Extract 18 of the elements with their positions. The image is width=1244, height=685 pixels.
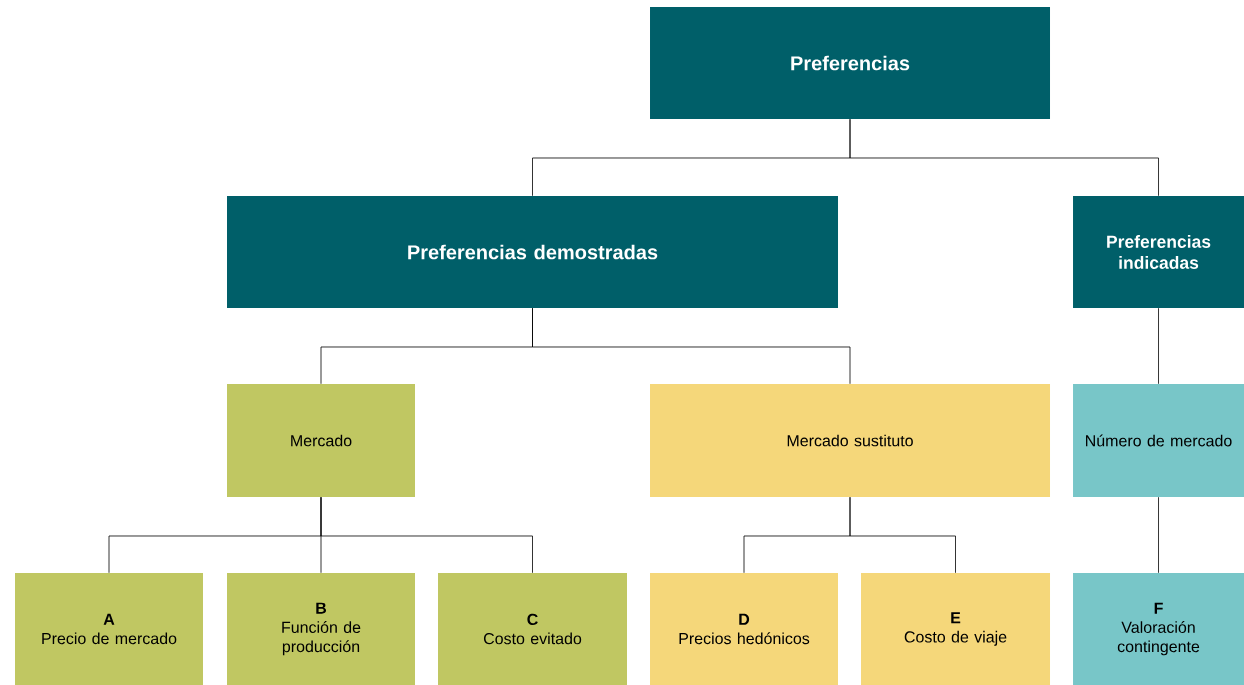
connector-line [849, 496, 956, 574]
connector-line [532, 307, 851, 385]
technique-box: B Función de producción [227, 573, 415, 685]
method-box: Mercado sustituto [650, 384, 1050, 497]
connector-line [1158, 307, 1159, 385]
technique-box: E Costo de viaje [861, 573, 1050, 685]
technique-box: F Valoración contingente [1073, 573, 1244, 685]
connector-line [849, 118, 1159, 197]
technique-box: C Costo evitado [438, 573, 627, 685]
technique-box: D Precios hedónicos [650, 573, 838, 685]
method-box: Mercado [227, 384, 415, 497]
category-box: Preferencias indicadas [1073, 196, 1244, 308]
category-box: Preferencias [650, 7, 1050, 119]
category-box: Preferencias demostradas [227, 196, 838, 308]
connector-line [320, 496, 533, 574]
method-box: Número de mercado [1073, 384, 1244, 497]
technique-box: A Precio de mercado [15, 573, 203, 685]
connector-line [1158, 496, 1159, 574]
